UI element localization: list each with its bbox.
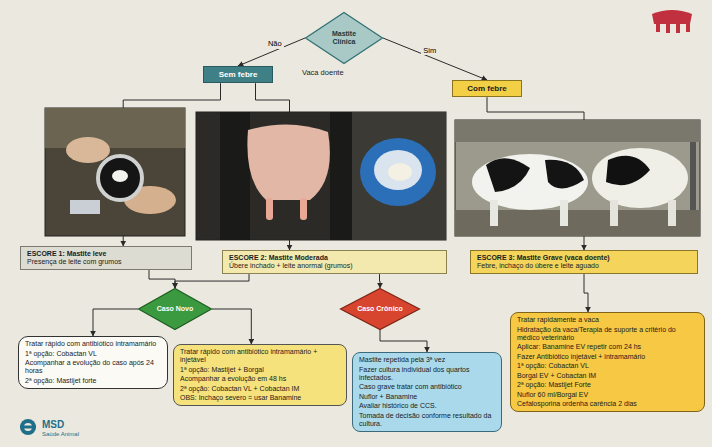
score-box: ESCORE 2: Mastite ModeradaÚbere inchado … [222, 250, 447, 274]
node-text: Caso grave tratar com antibiótico [359, 383, 495, 391]
node-text: Nuflor 60 ml/Borgal EV [517, 391, 698, 399]
node-text: Acompanhar a evolução do caso após 24 ho… [25, 359, 161, 375]
treatment-box: Tratar rapidamente a vacaHidratação da v… [510, 312, 705, 412]
branch-box: Sem febre [203, 66, 273, 83]
score-box: ESCORE 1: Mastite levePresença de leite … [20, 246, 192, 270]
node-text: 1ª opção: Cobactan VL [25, 350, 161, 358]
node-text: Aplicar: Banamine EV repetir com 24 hs [517, 343, 698, 351]
node-text: Hidratação da vaca/Terapia de suporte a … [517, 326, 698, 342]
node-text: Tratar rápido com antibiótico intramamár… [25, 340, 161, 348]
node-text: Avaliar histórico de CCS. [359, 402, 495, 410]
treatment-box: Mastite repetida pela 3ª vezFazer cultur… [352, 352, 502, 432]
node-text: 2ª opção: Cobactan VL + Cobactan IM [180, 385, 340, 393]
node-text: Mastite Clínica [321, 30, 366, 46]
diamond-label-wrap: Mastite Clínica [321, 30, 366, 46]
node-text: Presença de leite com grumos [27, 258, 185, 266]
node-text: 2ª opção: Mastijet Forte [517, 381, 698, 389]
node-text: Tomada de decisão conforme resultado da … [359, 412, 495, 428]
node-text: 1ª opção: Mastijet + Borgal [180, 366, 340, 374]
logo-icon [652, 10, 692, 33]
brand-subtitle: Saúde Animal [40, 431, 81, 438]
node-text: Mastite repetida pela 3ª vez [359, 356, 495, 364]
node-heading: ESCORE 1: Mastite leve [27, 250, 185, 258]
branch-box: Com febre [452, 80, 522, 97]
score-box: ESCORE 3: Mastite Grave (vaca doente)Feb… [470, 250, 698, 274]
decision-diamond: Caso Crônico [340, 288, 420, 330]
connector-arrow [380, 330, 427, 352]
connector-arrow [149, 270, 175, 288]
node-text: Cefalosporina ordenha carência 2 dias [517, 400, 698, 408]
edge-label: Sim [421, 47, 438, 55]
node-text: Nuflor + Banamine [359, 393, 495, 401]
diamond-shape [341, 289, 420, 330]
connector-arrow [379, 274, 381, 288]
edge-label: Não [266, 40, 284, 48]
node-text: Borgal EV + Cobactan IM [517, 372, 698, 380]
node-text: OBS: Inchaço severo = usar Banamine [180, 394, 340, 402]
msd-logo-mark [20, 419, 36, 435]
node-text: Tratar rapidamente a vaca [517, 316, 698, 324]
diamond-shape [306, 13, 383, 64]
node-heading: ESCORE 2: Mastite Moderada [229, 254, 440, 262]
strip-cup-photo [45, 108, 185, 236]
node-text: Tratar rápido com antibiótico intramamár… [180, 348, 340, 364]
node-text: Fazer Antibiótico injetável + intramamár… [517, 353, 698, 361]
node-heading: ESCORE 3: Mastite Grave (vaca doente) [477, 254, 691, 262]
treatment-box: Tratar rápido com antibiótico intramamár… [173, 344, 347, 406]
node-text: Com febre [459, 84, 515, 93]
node-text: Fazer cultura individual dos quartos inf… [359, 366, 495, 382]
branch-note: Vaca doente [300, 69, 346, 77]
node-text: Caso Crônico [357, 305, 403, 313]
connector-arrow [93, 309, 138, 336]
diamond-label-wrap: Caso Novo [154, 305, 197, 313]
node-text: 1ª opção: Cobactan VL [517, 362, 698, 370]
node-text: Febre, inchaço do úbere e leite aguado [477, 262, 691, 270]
connector-arrow [238, 38, 305, 66]
cows-photo [455, 120, 700, 236]
diamond-shape [139, 289, 212, 330]
treatment-box: Tratar rápido com antibiótico intramamár… [18, 336, 168, 389]
node-text: 2ª opção: Mastijet forte [25, 377, 161, 385]
node-text: Acompanhar a evolução em 48 hs [180, 375, 340, 383]
brand-name: MSD [40, 419, 66, 430]
connector-arrow [584, 274, 588, 312]
connector-arrow [212, 309, 251, 344]
connector-arrow [175, 274, 249, 288]
diamond-label-wrap: Caso Crônico [357, 305, 403, 313]
decision-diamond: Mastite Clínica [305, 12, 383, 64]
node-text: Caso Novo [154, 305, 197, 313]
node-text: Sem febre [210, 70, 266, 79]
node-text: Úbere inchado + leite anormal (grumos) [229, 262, 440, 270]
connector-arrow [383, 38, 487, 80]
udder-photo [196, 112, 446, 240]
decision-diamond: Caso Novo [138, 288, 212, 330]
